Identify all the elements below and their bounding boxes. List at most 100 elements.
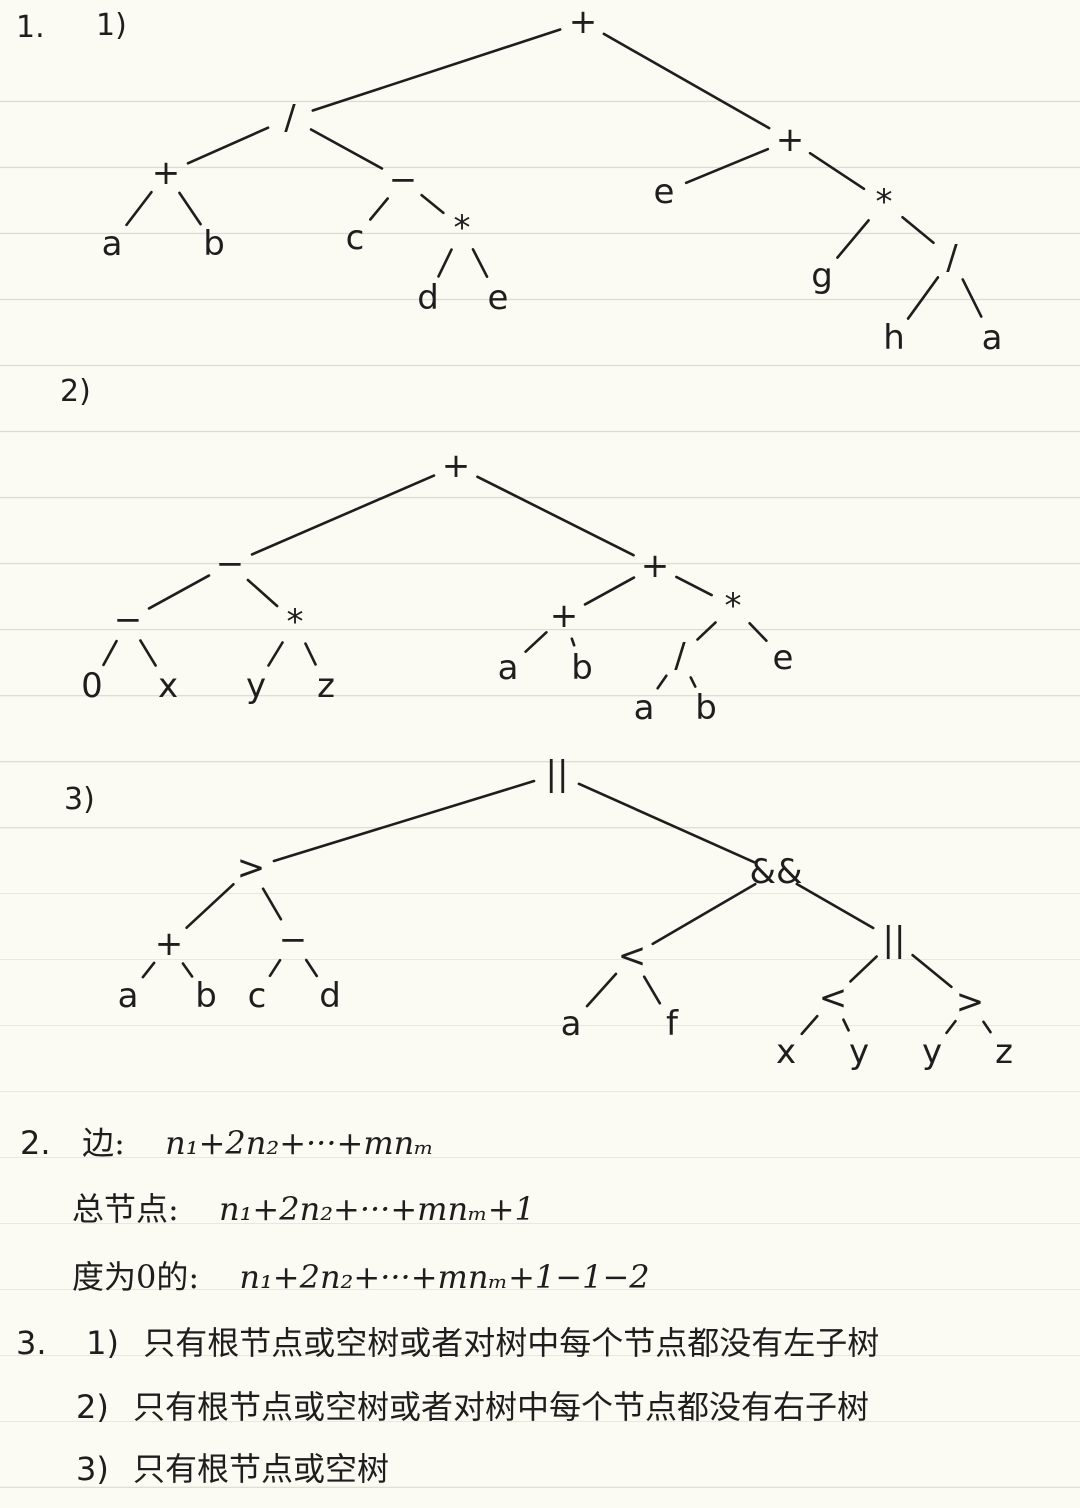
tree-edge — [309, 128, 384, 170]
operand-leaf: b — [695, 688, 717, 728]
tree-edge — [982, 1020, 992, 1034]
answer-1-label: 1) — [86, 1324, 120, 1362]
tree-edge — [675, 575, 713, 597]
operator-node: || — [546, 754, 569, 794]
tree-edge — [369, 197, 389, 221]
edges-label: 边: — [82, 1124, 125, 1162]
operand-leaf: a — [118, 976, 139, 1016]
problem-3-label: 3. — [16, 1324, 47, 1362]
operator-node: + — [569, 2, 598, 42]
tree-edge — [186, 126, 270, 165]
problem-3-line-1: 3. 1) 只有根节点或空树或者对树中每个节点都没有左子树 — [16, 1318, 879, 1364]
operand-leaf: a — [102, 224, 123, 264]
operand-leaf: c — [346, 218, 365, 258]
operator-node: * — [725, 586, 742, 626]
operand-leaf: e — [488, 278, 509, 318]
tree-edge — [642, 975, 662, 1005]
problem-3-line-3: 3) 只有根节点或空树 — [76, 1444, 389, 1490]
answer-3-text: 只有根节点或空树 — [133, 1450, 390, 1488]
operand-leaf: a — [634, 688, 655, 728]
tree-edge — [689, 676, 697, 688]
operator-node: − — [279, 920, 308, 960]
operator-node: + — [155, 924, 184, 964]
operator-node: − — [389, 160, 418, 200]
tree-edge — [684, 147, 770, 185]
answer-3-label: 3) — [76, 1450, 109, 1488]
tree-edge — [250, 474, 436, 556]
answer-2-label: 2) — [76, 1388, 109, 1426]
operand-leaf: a — [498, 648, 519, 688]
operator-node: / — [674, 636, 686, 676]
operand-leaf: z — [317, 666, 335, 706]
problem-2-line-3: 度为0的: n₁+2n₂+···+mnₘ+1−1−2 — [72, 1252, 650, 1298]
operand-leaf: b — [195, 976, 217, 1016]
tree-edge — [147, 574, 211, 610]
operand-leaf: f — [666, 1004, 679, 1044]
leaf-count-label: 度为0的: — [72, 1258, 200, 1296]
tree-edge — [602, 32, 771, 130]
operand-leaf: y — [246, 666, 266, 706]
tree-edge — [471, 248, 489, 278]
tree-edge — [267, 641, 284, 667]
tree-edge — [577, 782, 756, 864]
tree-edge — [311, 28, 562, 112]
answer-2-text: 只有根节点或空树或者对树中每个节点都没有右子树 — [133, 1388, 870, 1426]
tree-edge — [945, 1019, 957, 1035]
tree-edge — [125, 190, 153, 227]
tree-edge — [748, 621, 768, 643]
operand-leaf: a — [982, 318, 1003, 358]
answer-1-text: 只有根节点或空树或者对树中每个节点都没有左子树 — [143, 1324, 880, 1362]
operator-node: + — [550, 596, 579, 636]
tree-edge — [420, 193, 445, 215]
operator-node: < — [819, 978, 848, 1018]
operand-leaf: e — [773, 638, 794, 678]
part-3-label: 3) — [64, 782, 95, 817]
operator-node: / — [284, 98, 296, 138]
tree-edge — [583, 576, 636, 606]
tree-edge — [476, 475, 635, 557]
operator-node: + — [776, 120, 805, 160]
tree-edge — [102, 639, 118, 667]
tree-edge — [570, 637, 576, 647]
tree-edge — [585, 972, 618, 1008]
operand-leaf: d — [417, 278, 439, 318]
tree-edge — [795, 882, 875, 930]
tree-edge — [656, 674, 668, 690]
problem-3-line-2: 2) 只有根节点或空树或者对树中每个节点都没有右子树 — [76, 1382, 869, 1428]
tree-edge — [272, 779, 536, 863]
operand-leaf: d — [319, 976, 341, 1016]
tree-edge — [651, 882, 757, 946]
operator-node: + — [442, 446, 471, 486]
operand-leaf: b — [203, 224, 225, 264]
tree-edge — [524, 631, 548, 653]
tree-edge — [437, 248, 453, 278]
tree-edge — [808, 151, 866, 191]
tree-edge — [304, 958, 319, 978]
operand-leaf: h — [883, 318, 905, 358]
operand-leaf: x — [776, 1032, 796, 1072]
problem-2-line-2: 总节点: n₁+2n₂+···+mnₘ+1 — [72, 1184, 535, 1230]
tree-edge — [911, 953, 953, 989]
operator-node: || — [883, 920, 906, 960]
problem-2-label: 2. — [20, 1124, 51, 1162]
problem-1-label: 1. — [16, 10, 45, 45]
part-1-label: 1) — [96, 8, 127, 43]
tree-edge — [185, 883, 235, 929]
tree-edge — [304, 642, 317, 666]
total-nodes-label: 总节点: — [72, 1190, 179, 1228]
operator-node: + — [152, 153, 181, 193]
operand-leaf: e — [654, 172, 675, 212]
tree-edge — [181, 962, 194, 978]
tree-edge — [906, 276, 940, 320]
part-2-label: 2) — [60, 374, 91, 409]
operator-node: + — [641, 546, 670, 586]
tree-edge — [849, 955, 878, 983]
operand-leaf: c — [248, 976, 267, 1016]
tree-edge — [139, 639, 157, 667]
operator-node: * — [876, 182, 893, 222]
operator-node: > — [237, 848, 266, 888]
operand-leaf: 0 — [81, 666, 103, 706]
tree-edge — [901, 215, 935, 245]
